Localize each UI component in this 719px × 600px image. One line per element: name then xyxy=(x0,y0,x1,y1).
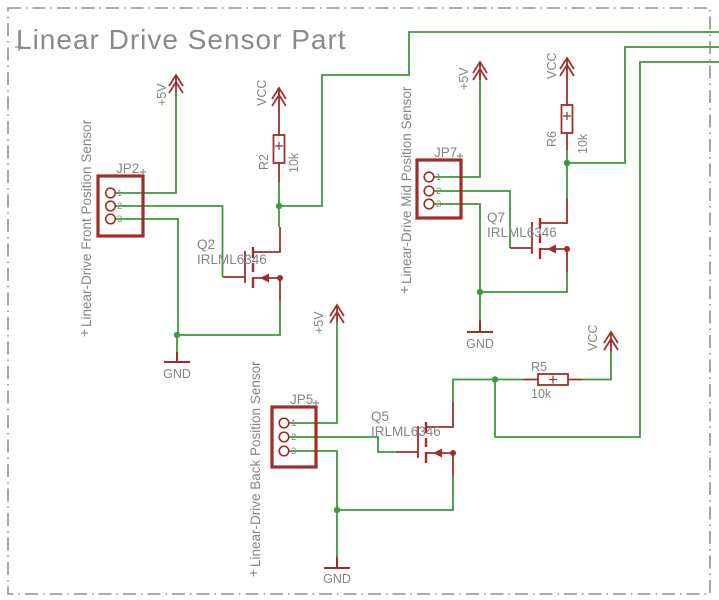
front-connector-pin1-pad xyxy=(104,187,117,199)
back-nets xyxy=(289,61,719,556)
front-resistor-origin-cross xyxy=(275,142,283,150)
back-gnd-junction xyxy=(333,506,341,514)
front-resistor-body xyxy=(272,134,286,164)
back-resistor-value-label: 10k xyxy=(531,387,552,401)
mid-sensor-circuit: +5V VCC R6 10k 1 2 3 JP7 Q7 IRLML6346 GN… xyxy=(399,46,719,351)
front-vcc-label: VCC xyxy=(255,80,269,106)
mid-vcc-label: VCC xyxy=(545,53,559,79)
back-connector-pin2-pad xyxy=(278,431,290,443)
page-title: Linear Drive Sensor Part xyxy=(16,24,347,55)
back-drain-junction xyxy=(491,376,499,383)
front-mosfet-ref-label: Q2 xyxy=(197,237,215,252)
front-pin2-number: 2 xyxy=(117,201,122,212)
back-gnd-symbol xyxy=(323,557,351,569)
back-sensor-circuit: +5V VCC R5 10k 1 2 3 JP5 Q5 IRLML6346 GN… xyxy=(248,61,719,586)
back-connector-pin1-pad xyxy=(278,417,290,429)
front-5v-label: +5V xyxy=(155,83,169,106)
mid-gnd-label: GND xyxy=(466,337,494,351)
front-circuit-name: Linear-Drive Front Position Sensor xyxy=(79,119,94,327)
mid-gnd-symbol xyxy=(466,321,494,333)
front-pin1-number: 1 xyxy=(117,188,122,199)
mid-5v-label: +5V xyxy=(457,67,471,90)
back-name-origin-cross xyxy=(250,569,257,577)
back-mosfet-part-label: IRLML6346 xyxy=(371,424,441,439)
back-pin3-number: 3 xyxy=(291,446,296,457)
mid-circuit-name: Linear-Drive Mid Position Sensor xyxy=(399,86,414,284)
front-mosfet-part-label: IRLML6346 xyxy=(197,252,267,267)
front-connector-pin2-pad xyxy=(104,200,117,212)
front-connector-pin3-pad xyxy=(104,213,117,225)
mid-gnd-junction xyxy=(476,288,484,296)
front-connector-body xyxy=(96,174,145,238)
sheet-border xyxy=(7,7,711,595)
front-connector-ref-label: JP2 xyxy=(116,161,139,176)
mid-pin1-number: 1 xyxy=(436,172,441,183)
mid-pin3-number: 3 xyxy=(436,199,441,210)
mid-connector-pin1-pad xyxy=(423,171,435,183)
mid-mosfet-ref-label: Q7 xyxy=(487,210,505,225)
mid-drain-junction xyxy=(563,159,571,167)
front-resistor-ref-label: R2 xyxy=(257,154,271,170)
back-gnd-label: GND xyxy=(323,572,351,586)
mid-resistor-body xyxy=(560,104,574,134)
back-connector-body xyxy=(270,405,318,469)
mid-name-origin-cross xyxy=(401,286,408,294)
front-gnd-symbol xyxy=(163,351,191,363)
mid-connector-pin3-pad xyxy=(423,198,435,210)
back-mosfet-ref-label: Q5 xyxy=(371,409,389,424)
back-vcc-label: VCC xyxy=(586,325,600,351)
back-pin1-number: 1 xyxy=(291,418,296,429)
back-connector-pin3-pad xyxy=(278,445,290,457)
title-origin-cross xyxy=(15,43,23,51)
mid-connector-origin-cross xyxy=(457,153,463,159)
mid-connector-body xyxy=(415,158,463,220)
back-5v-label: +5V xyxy=(312,311,326,334)
mid-pin2-number: 2 xyxy=(436,186,441,197)
front-gnd-junction xyxy=(173,331,181,339)
front-name-origin-cross xyxy=(81,329,88,337)
front-sensor-circuit: +5V VCC R2 10k 1 2 3 JP2 Q2 IRLML6346 GN… xyxy=(79,31,719,381)
back-connector-ref-label: JP5 xyxy=(290,392,313,407)
front-gnd-label: GND xyxy=(163,367,191,381)
back-circuit-name: Linear-Drive Back Position Sensor xyxy=(248,361,263,567)
back-mosfet-symbol xyxy=(394,400,458,478)
mid-resistor-origin-cross xyxy=(563,112,571,120)
front-drain-junction xyxy=(275,202,283,210)
mid-resistor-value-label: 10k xyxy=(576,133,590,154)
mid-nets xyxy=(434,46,719,320)
front-resistor-value-label: 10k xyxy=(287,152,301,173)
back-resistor-ref-label: R5 xyxy=(531,360,547,374)
mid-mosfet-part-label: IRLML6346 xyxy=(487,225,557,240)
mid-connector-ref-label: JP7 xyxy=(434,145,457,160)
mid-resistor-ref-label: R6 xyxy=(545,131,559,147)
mid-connector-pin2-pad xyxy=(423,185,435,197)
back-resistor-origin-cross xyxy=(549,375,557,384)
front-pin3-number: 3 xyxy=(117,214,122,225)
back-pin2-number: 2 xyxy=(291,432,296,443)
front-connector-origin-cross xyxy=(140,169,146,175)
back-connector-origin-cross xyxy=(313,400,319,406)
